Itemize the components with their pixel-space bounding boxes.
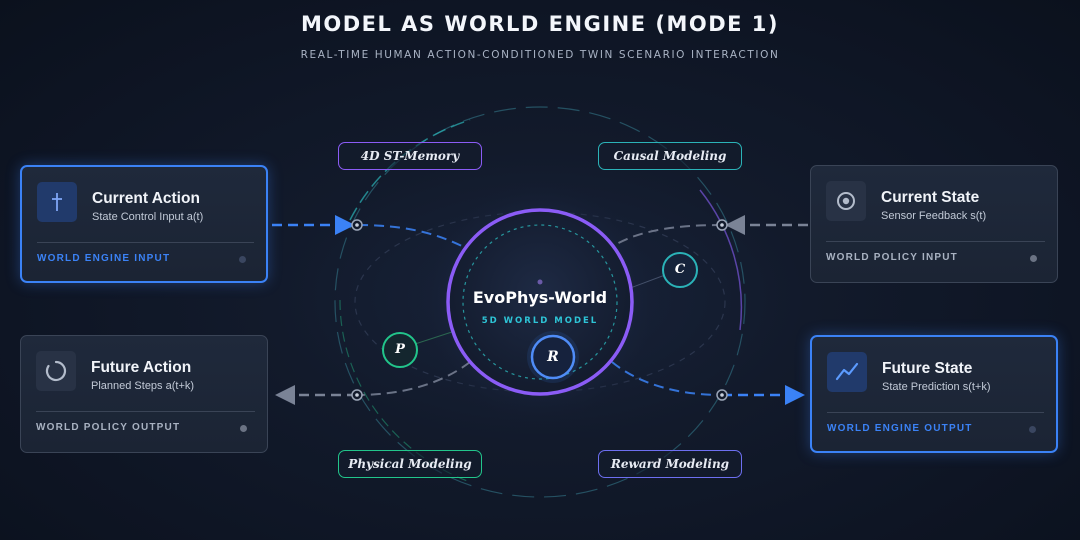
causal-node[interactable] (662, 252, 698, 288)
future-action-title: Future Action (91, 359, 192, 376)
future-state-label: WORLD ENGINE OUTPUT (827, 423, 973, 434)
core-outer-ring[interactable] (446, 208, 634, 396)
memory-module-pill[interactable]: 4D ST-Memory (338, 142, 482, 170)
reward-module-pill[interactable]: Reward Modeling (598, 450, 742, 478)
future-state-title: Future State (882, 360, 973, 377)
card-divider (826, 241, 1045, 242)
junction-dot (355, 393, 359, 397)
outer-orbit (334, 106, 746, 498)
reward-node-label: R (547, 349, 559, 365)
page-subtitle: REAL-TIME HUMAN ACTION-CONDITIONED TWIN … (300, 49, 780, 61)
trend-line-icon (827, 352, 867, 392)
violet-orbit-arc (699, 189, 743, 331)
connector-core-to-future-action (356, 361, 471, 396)
core-top-dot (537, 279, 543, 285)
page-title: MODEL AS WORLD ENGINE (MODE 1) (300, 12, 780, 36)
middle-orbit (354, 211, 726, 393)
card-divider (36, 411, 255, 412)
current-action-label: WORLD ENGINE INPUT (37, 253, 171, 264)
plus-cross-icon (37, 182, 77, 222)
current-action-card[interactable]: Current Action State Control Input a(t) … (20, 165, 268, 283)
causal-module-pill[interactable]: Causal Modeling (598, 142, 742, 170)
physical-node[interactable] (382, 332, 418, 368)
reward-node[interactable] (530, 334, 576, 380)
current-state-title: Current State (881, 189, 980, 206)
card-divider (827, 412, 1044, 413)
physical-module-pill[interactable]: Physical Modeling (338, 450, 482, 478)
junction-dot (355, 223, 359, 227)
future-state-card[interactable]: Future State State Prediction s(t+k) WOR… (810, 335, 1058, 453)
connector-core-to-future-state (611, 361, 723, 396)
connector-state-to-core (609, 224, 723, 249)
current-state-subtitle: Sensor Feedback s(t) (881, 210, 987, 222)
future-action-label: WORLD POLICY OUTPUT (36, 422, 181, 433)
status-dot (240, 425, 247, 432)
green-orbit-arc (339, 299, 471, 483)
core-subtitle: 5D WORLD MODEL (481, 316, 599, 326)
core-inner-dashed-ring (462, 224, 618, 380)
status-dot (1029, 426, 1036, 433)
physical-node-label: P (395, 342, 405, 357)
current-state-label: WORLD POLICY INPUT (826, 252, 958, 263)
future-action-card[interactable]: Future Action Planned Steps a(t+k) WORLD… (20, 335, 268, 453)
loading-ring-icon (36, 351, 76, 391)
current-state-card[interactable]: Current State Sensor Feedback s(t) WORLD… (810, 165, 1058, 283)
connector-action-to-core (357, 224, 471, 251)
target-icon (826, 181, 866, 221)
status-dot (239, 256, 246, 263)
teal-orbit-arc (349, 119, 471, 221)
core-title: EvoPhys-World (472, 288, 608, 307)
junction-dot (720, 393, 724, 397)
future-state-subtitle: State Prediction s(t+k) (882, 381, 991, 393)
card-divider (37, 242, 254, 243)
status-dot (1030, 255, 1037, 262)
current-action-title: Current Action (92, 190, 200, 207)
future-action-subtitle: Planned Steps a(t+k) (91, 380, 195, 392)
link-core-physical (411, 329, 459, 346)
current-action-subtitle: State Control Input a(t) (92, 211, 204, 223)
causal-node-label: C (674, 262, 686, 277)
junction-dot (720, 223, 724, 227)
